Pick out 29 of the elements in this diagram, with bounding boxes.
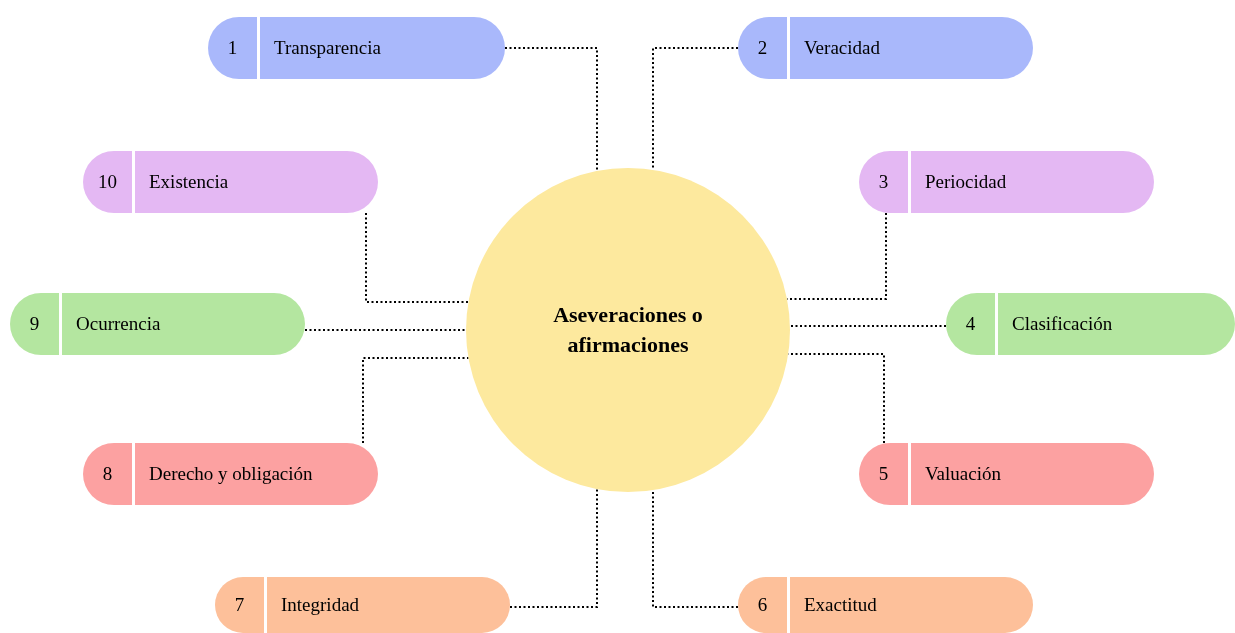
numbered-pill	[946, 293, 1235, 355]
item-number: 1	[208, 17, 260, 79]
item-label: Valuación	[924, 461, 1001, 486]
item-number: 5	[859, 443, 911, 505]
dotted-connector	[362, 357, 470, 444]
item-number: 9	[10, 293, 62, 355]
item-label: Derecho y obligación	[148, 461, 313, 486]
numbered-pill	[215, 577, 510, 633]
numbered-pill	[738, 577, 1033, 633]
item-number: 6	[738, 577, 790, 633]
item-label: Existencia	[148, 169, 229, 194]
item-label: Periocidad	[924, 169, 1007, 194]
item-number: 4	[946, 293, 998, 355]
center-title: Aseveraciones o afirmaciones	[552, 301, 704, 359]
item-label: Clasificación	[1011, 311, 1113, 336]
item-number: 7	[215, 577, 267, 633]
item-number: 8	[83, 443, 135, 505]
item-label: Transparencia	[273, 35, 381, 60]
item-label: Ocurrencia	[75, 311, 161, 336]
item-label: Veracidad	[803, 35, 880, 60]
item-number: 2	[738, 17, 790, 79]
item-label: Integridad	[280, 592, 360, 617]
dotted-connector	[652, 47, 739, 171]
item-number: 10	[83, 151, 135, 213]
item-number: 3	[859, 151, 911, 213]
dotted-connector	[787, 353, 885, 444]
dotted-connector	[365, 212, 470, 303]
dotted-connector	[786, 212, 887, 300]
item-label: Exactitud	[803, 592, 877, 617]
